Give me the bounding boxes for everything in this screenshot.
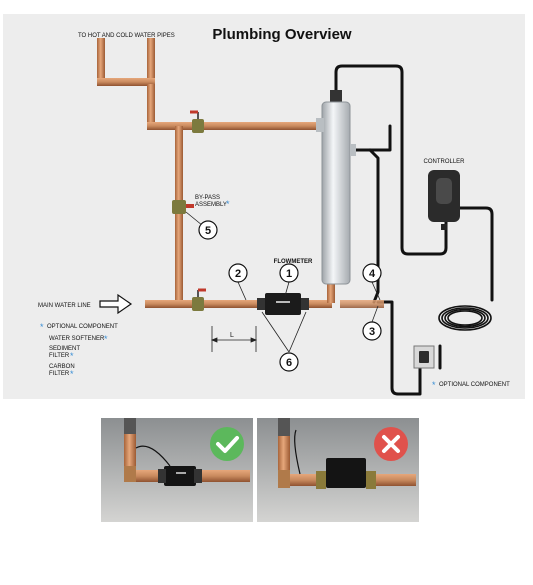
optional-component-label: OPTIONAL COMPONENT bbox=[47, 324, 118, 330]
callout-6: 6 bbox=[279, 352, 299, 372]
sediment-label-1: SEDIMENT bbox=[49, 346, 80, 352]
dimension-marker bbox=[210, 326, 258, 352]
page-title: Plumbing Overview bbox=[212, 26, 352, 43]
svg-text:5: 5 bbox=[205, 225, 211, 237]
cross-badge bbox=[374, 427, 408, 461]
legend-star-right: * bbox=[432, 380, 436, 390]
svg-text:1: 1 bbox=[286, 268, 292, 280]
callout-2: 2 bbox=[228, 263, 248, 283]
legend-star-3: * bbox=[70, 351, 74, 361]
svg-text:4: 4 bbox=[369, 268, 376, 280]
main-water-line-label: MAIN WATER LINE bbox=[38, 303, 91, 309]
callout-5: 5 bbox=[198, 220, 218, 240]
flowmeter-label: FLOWMETER bbox=[274, 259, 313, 265]
upper-valve bbox=[190, 110, 204, 133]
bypass-label-1: BY-PASS bbox=[195, 195, 220, 201]
legend-star-2: * bbox=[104, 334, 108, 344]
callout-1: 1 bbox=[279, 263, 299, 283]
dimension-label: L bbox=[230, 332, 234, 339]
legend-star-1: * bbox=[40, 322, 44, 332]
cross-icon bbox=[382, 435, 400, 453]
pipes-top-label: TO HOT AND COLD WATER PIPES bbox=[78, 33, 175, 39]
carbon-label-2: FILTER bbox=[49, 371, 70, 377]
check-badge bbox=[210, 427, 244, 461]
wall-outlet bbox=[413, 345, 435, 369]
callout-3: 3 bbox=[362, 321, 382, 341]
svg-text:3: 3 bbox=[369, 326, 375, 338]
bypass-star: * bbox=[226, 199, 230, 209]
callout-4: 4 bbox=[362, 263, 382, 283]
lower-valve bbox=[192, 288, 206, 311]
bypass-valve bbox=[172, 200, 194, 214]
photo-incorrect-install bbox=[257, 418, 419, 522]
optional-component-right-label: OPTIONAL COMPONENT bbox=[439, 382, 510, 388]
water-softener-label: WATER SOFTENER bbox=[49, 336, 105, 342]
coiled-cable bbox=[438, 305, 492, 331]
controller-label: CONTROLLER bbox=[423, 159, 465, 165]
svg-text:2: 2 bbox=[235, 268, 241, 280]
legend-star-4: * bbox=[70, 369, 74, 379]
sediment-label-2: FILTER bbox=[49, 353, 70, 359]
check-icon bbox=[216, 436, 239, 453]
bypass-label-2: ASSEMBLY bbox=[195, 202, 227, 208]
carbon-label-1: CARBON bbox=[49, 364, 75, 370]
main-line-arrow bbox=[99, 293, 133, 315]
uv-chamber bbox=[316, 90, 356, 285]
flowmeter bbox=[257, 293, 309, 315]
controller-unit bbox=[428, 170, 460, 230]
svg-text:6: 6 bbox=[286, 357, 292, 369]
controller-cables bbox=[334, 64, 494, 396]
